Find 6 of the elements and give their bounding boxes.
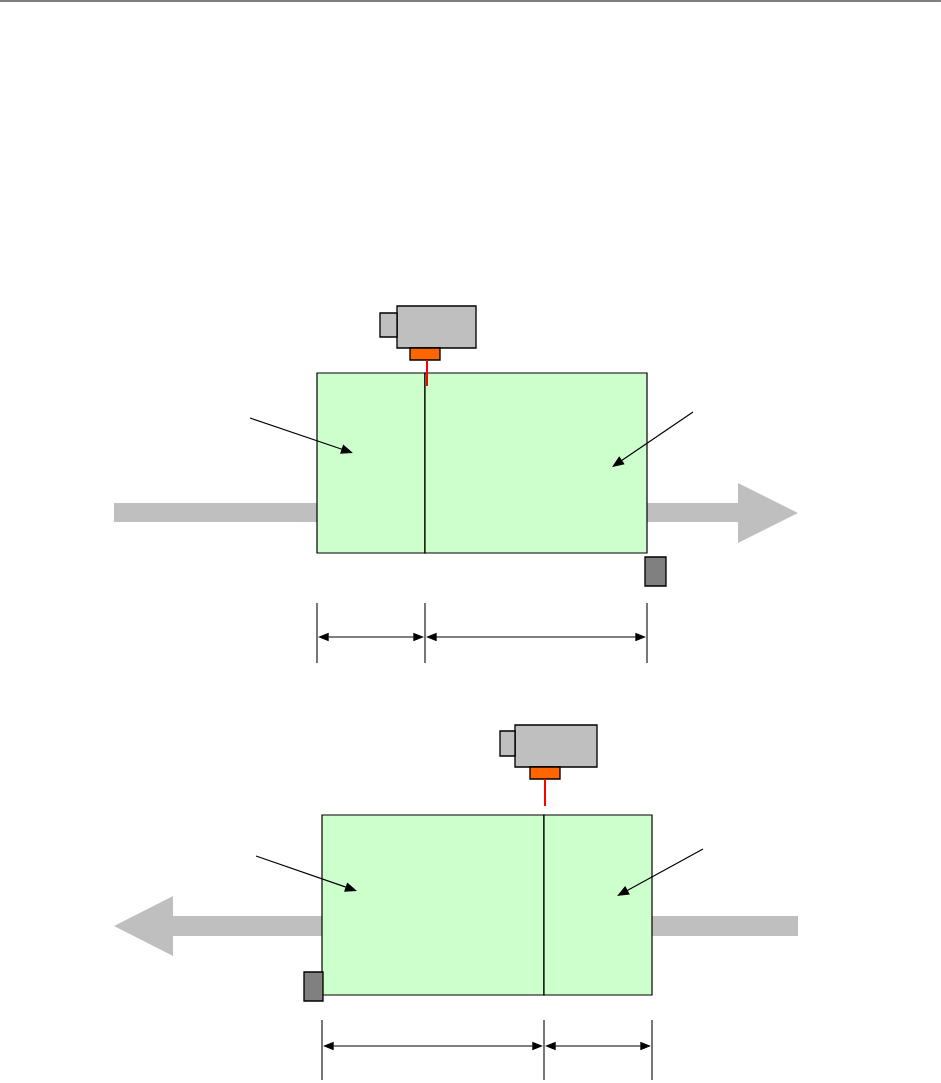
- zone-box: [316, 372, 426, 554]
- leader-arrow: [249, 417, 353, 454]
- leader-arrow: [617, 848, 704, 896]
- zone-box: [543, 814, 653, 996]
- leader-arrow: [612, 411, 694, 467]
- leader-arrow: [255, 855, 357, 892]
